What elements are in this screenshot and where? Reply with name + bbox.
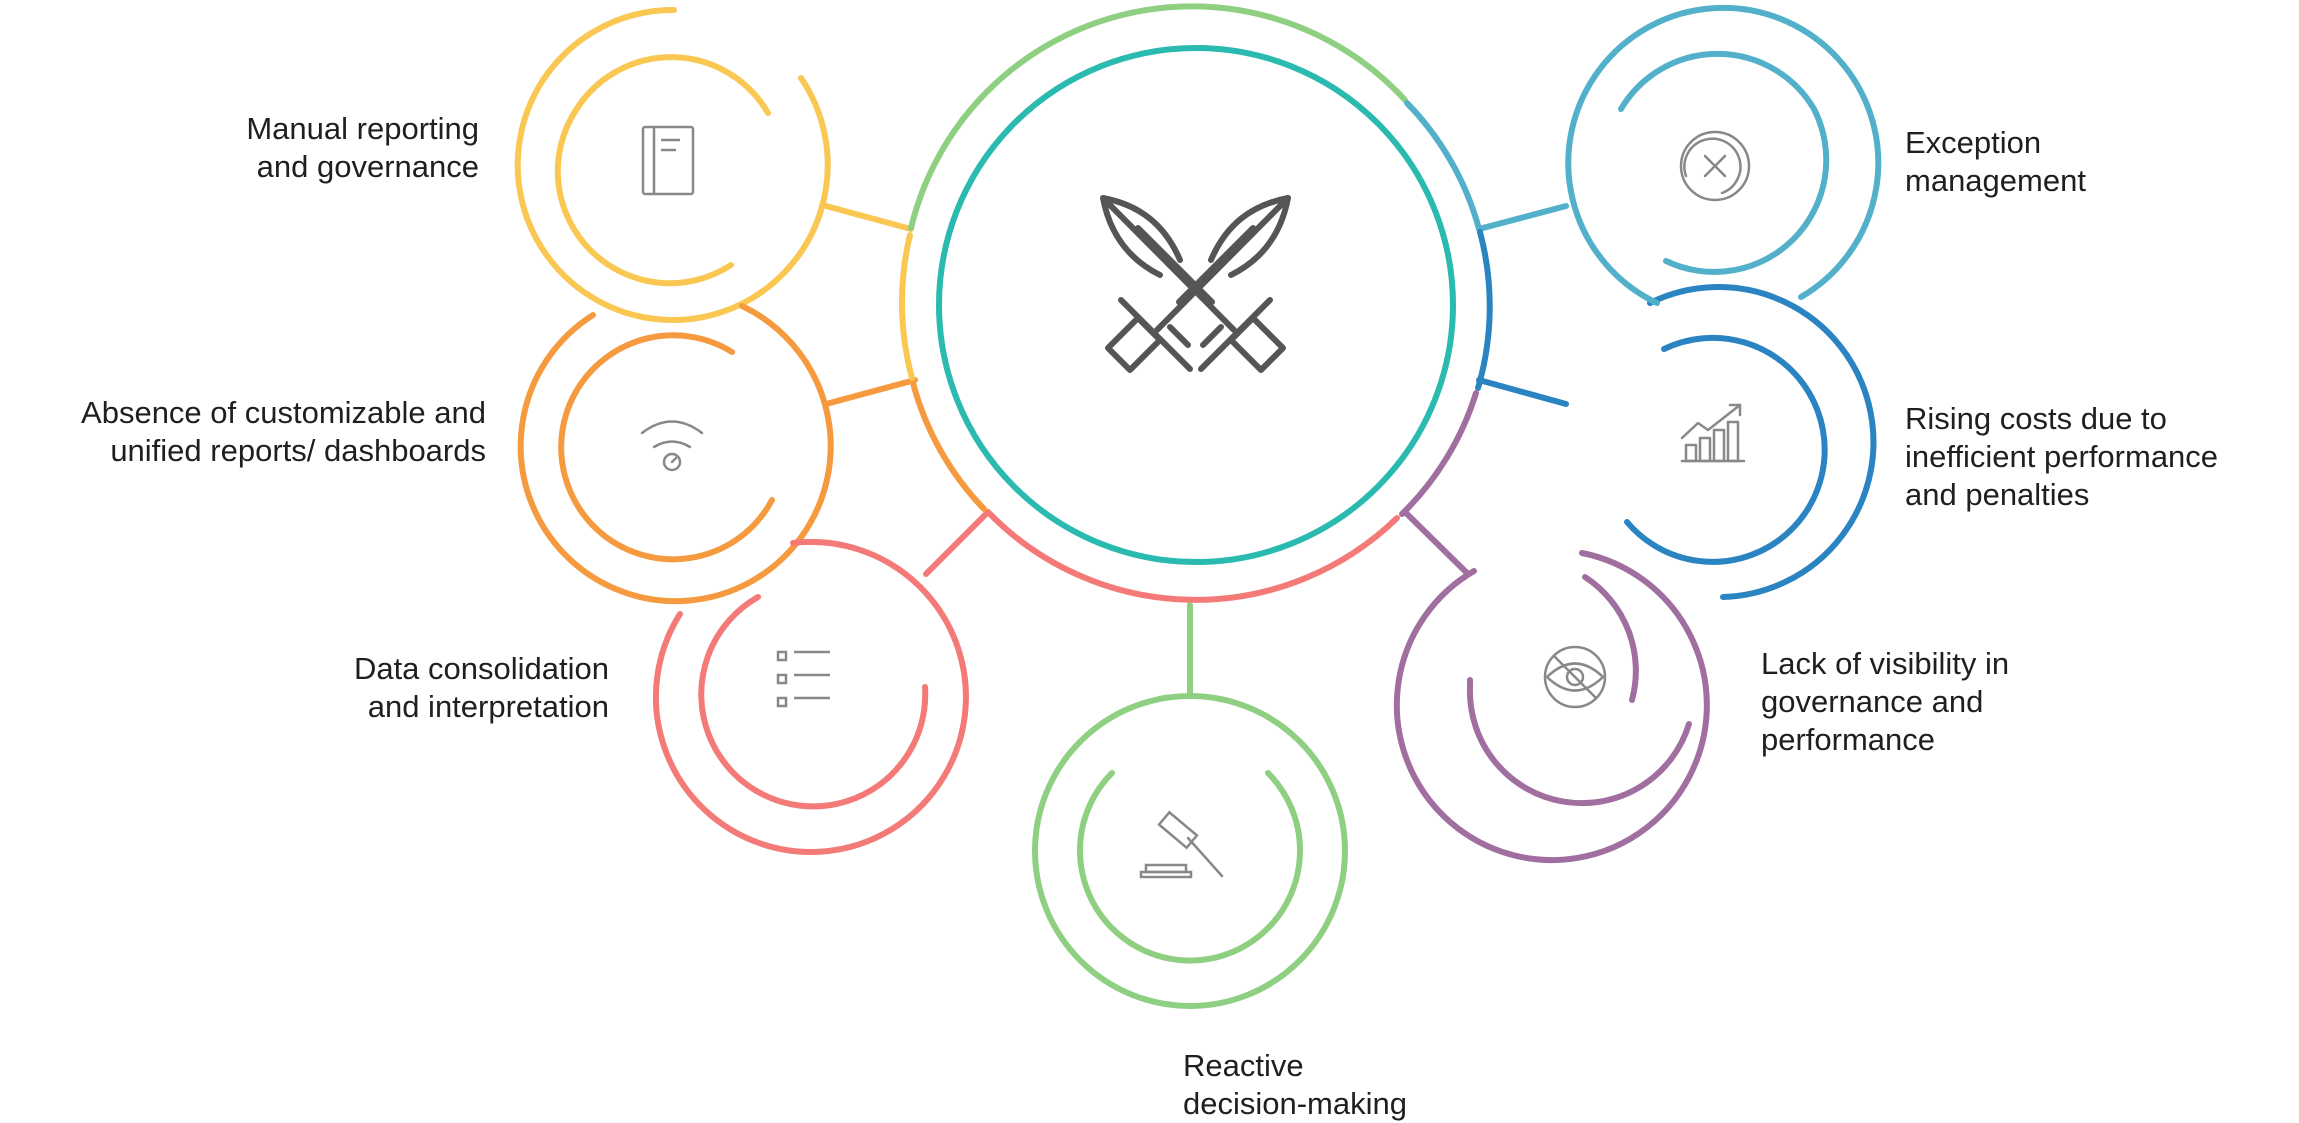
node-absence-of-reports — [517, 303, 834, 605]
label-data-consolidation: Data consolidation and interpretation — [353, 651, 609, 724]
eye-slash-icon — [1543, 645, 1607, 709]
connector-lack-of-visibility — [1402, 509, 1471, 577]
node-lack-of-visibility — [1393, 550, 1710, 863]
hub-inner-ring — [936, 45, 1456, 565]
connector-absence-of-reports — [823, 377, 918, 407]
connector-exception-management — [1476, 203, 1569, 232]
label-reactive-decisions: Reactive decision-making — [1183, 1048, 1407, 1121]
node-rising-costs — [1624, 284, 1877, 600]
label-absence-of-reports: Absence of customizable and unified repo… — [81, 395, 486, 468]
node-manual-reporting — [514, 6, 831, 323]
label-manual-reporting: Manual reporting and governance — [246, 111, 479, 184]
hub-outer-arc-red — [985, 509, 1400, 603]
node-data-consolidation — [653, 538, 969, 855]
hub-outer-arc-teal — [1404, 100, 1482, 232]
document-icon — [641, 125, 695, 196]
hub-outer-arc-orange — [910, 380, 987, 512]
label-exception-management: Exception management — [1905, 125, 2086, 198]
cross-circle-icon — [1679, 130, 1751, 202]
chart-growth-icon — [1680, 403, 1746, 463]
wifi-signal-icon — [640, 420, 704, 472]
label-lack-of-visibility: Lack of visibility in governance and per… — [1761, 646, 2010, 757]
node-exception-management — [1565, 4, 1882, 306]
hub-outer-arc-yellow — [898, 232, 915, 381]
crossed-swords-icon — [1100, 195, 1291, 373]
gavel-icon — [1139, 810, 1224, 879]
hub-outer-arc-green — [908, 3, 1408, 231]
node-reactive-decisions — [1032, 693, 1348, 1009]
hub-outer-arc-purple — [1399, 390, 1479, 517]
central-hub — [898, 3, 1493, 603]
connector-data-consolidation — [923, 509, 991, 577]
hub-outer-arc-blue — [1475, 229, 1493, 391]
checklist-icon — [776, 650, 830, 708]
label-rising-costs: Rising costs due to inefficient performa… — [1905, 401, 2219, 512]
connector-rising-costs — [1476, 377, 1569, 407]
connector-manual-reporting — [823, 203, 914, 232]
